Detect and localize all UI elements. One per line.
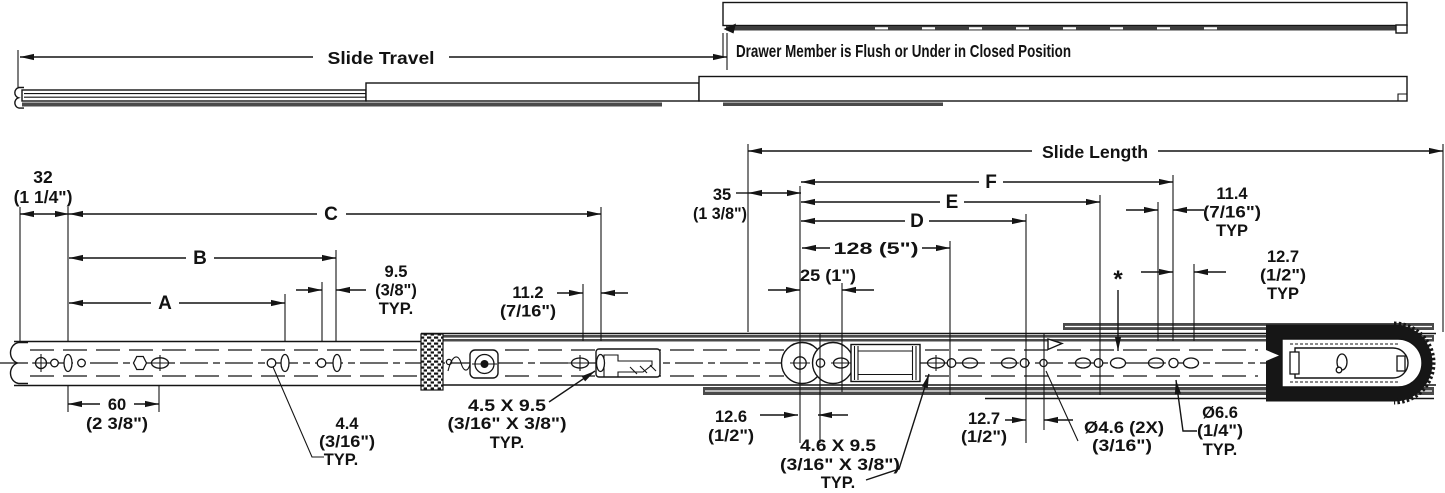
dim-11p4-mm: 11.4	[1216, 185, 1248, 203]
dim-dia4p6-mm: Ø4.6 (2X)	[1084, 419, 1164, 437]
closed-position-note: Drawer Member is Flush or Under in Close…	[736, 41, 1071, 61]
dim-4p5x9p5-typ: TYP.	[490, 434, 525, 452]
dim-11p4-typ: TYP	[1216, 222, 1248, 240]
dim-32-in: (1 1/4")	[14, 187, 73, 207]
dim-dia6p6-mm: Ø6.6	[1202, 404, 1238, 422]
dim-4p6x9p5-in: (3/16" X 3/8")	[780, 456, 900, 474]
mounting-holes	[32, 353, 1200, 373]
dim-4p6x9p5-typ: TYP.	[821, 474, 856, 492]
ref-dim-a: A	[158, 293, 172, 314]
slide-length-label: Slide Length	[1042, 142, 1148, 162]
dim-12p7-top-in: (1/2")	[1260, 267, 1306, 285]
ref-dim-b: B	[193, 248, 207, 269]
dim-4p6x9p5-mm: 4.6 X 9.5	[800, 437, 876, 455]
main-slide-drawing	[0, 321, 1436, 405]
closed-slide-illustration: Drawer Member is Flush or Under in Close…	[698, 1, 1408, 106]
flush-pointer	[723, 23, 736, 34]
dim-4p5x9p5-mm: 4.5 X 9.5	[468, 397, 546, 415]
dim-60-mm: 60	[108, 396, 126, 414]
dim-25: 25 (1")	[800, 267, 856, 285]
dim-4p4-mm: 4.4	[336, 415, 360, 433]
end-cap-mechanism	[1266, 321, 1436, 405]
dim-4p4-in: (3/16")	[319, 433, 375, 451]
dim-128: 128 (5")	[834, 240, 919, 258]
dim-9p5-in: (3/8")	[375, 282, 417, 300]
hex-hole	[132, 355, 148, 371]
dim-dia4p6-in: (3/16")	[1092, 437, 1152, 455]
dim-60-in: (2 3/8")	[86, 415, 148, 433]
dim-12p7-bottom-mm: 12.7	[968, 410, 1000, 428]
extension-lines	[19, 144, 1444, 443]
dim-12p6-in: (1/2")	[708, 427, 754, 445]
dim-4p4-typ: TYP.	[324, 451, 359, 469]
dim-dia6p6-in: (1/4")	[1197, 422, 1243, 440]
dim-12p7-bottom-in: (1/2")	[961, 428, 1007, 446]
dim-35-mm: 35	[713, 186, 731, 204]
leader-lines	[272, 366, 1197, 481]
dim-35-in: (1 3/8")	[693, 205, 747, 223]
extended-slide-illustration: Slide Travel	[14, 33, 728, 109]
dim-32-mm: 32	[33, 167, 53, 187]
rivet-dashes	[875, 27, 1217, 30]
ref-dim-d: D	[910, 211, 924, 232]
release-tab	[1266, 350, 1279, 361]
dim-dia6p6-typ: TYP.	[1203, 441, 1238, 459]
member-overlap-knurl	[420, 333, 444, 391]
dimension-lines	[20, 147, 1443, 424]
footnote-asterisk: *	[1113, 266, 1123, 293]
dim-9p5-typ: TYP.	[379, 300, 414, 318]
stop-tab	[1047, 338, 1064, 351]
end-hook	[1395, 24, 1408, 34]
ref-dim-c: C	[324, 204, 338, 225]
dim-9p5-mm: 9.5	[385, 263, 408, 281]
dim-12p7-top-mm: 12.7	[1267, 248, 1299, 266]
drawer-lock-lever	[445, 349, 499, 379]
ref-dim-f: F	[985, 172, 997, 193]
ref-dim-e: E	[946, 192, 959, 213]
dim-12p7-top-typ: TYP	[1267, 285, 1299, 303]
dim-11p2-mm: 11.2	[512, 284, 543, 302]
latch-cutout	[595, 348, 661, 378]
slide-travel-label: Slide Travel	[328, 48, 435, 68]
dim-12p6-mm: 12.6	[715, 408, 747, 426]
dim-11p2-in: (7/16")	[500, 303, 556, 321]
dim-11p4-in: (7/16")	[1203, 204, 1261, 222]
dim-4p5x9p5-in: (3/16" X 3/8")	[448, 415, 567, 433]
